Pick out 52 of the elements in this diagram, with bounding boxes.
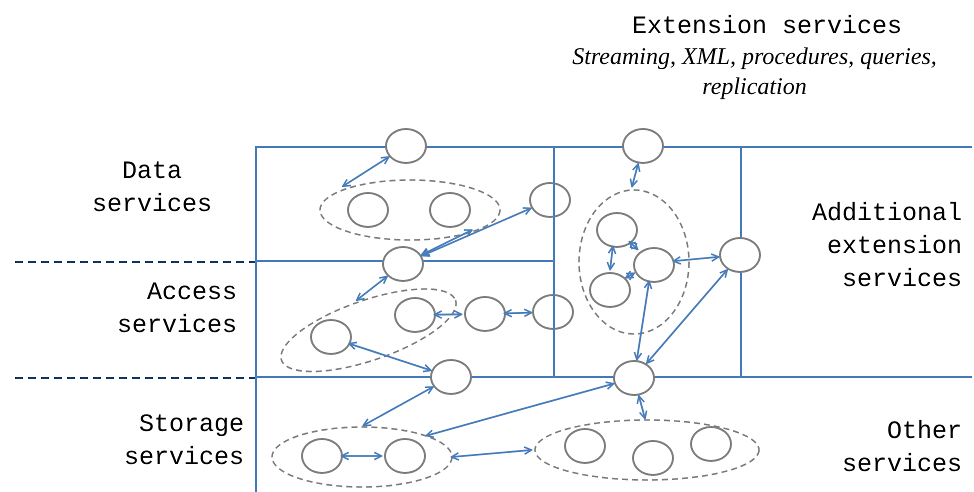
component-circle xyxy=(382,246,424,282)
section-label: Storage services xyxy=(122,409,244,474)
double-arrow xyxy=(421,207,532,257)
component-circle xyxy=(633,247,675,283)
double-arrow xyxy=(606,246,616,270)
component-circle xyxy=(529,182,571,218)
component-circle xyxy=(430,359,472,395)
double-arrow xyxy=(420,229,473,256)
dashed-group-ellipse xyxy=(577,188,691,336)
component-circle xyxy=(564,428,606,464)
double-arrow xyxy=(450,446,532,461)
double-arrow xyxy=(504,308,532,318)
component-circle xyxy=(394,296,436,333)
component-circle xyxy=(301,438,343,474)
dashed-group-ellipse xyxy=(533,418,761,482)
dashed-group-ellipse xyxy=(279,286,459,374)
component-circle xyxy=(589,272,631,308)
double-arrow xyxy=(342,156,390,188)
double-arrow xyxy=(356,276,388,301)
section-label: Access services xyxy=(116,277,237,342)
double-arrow xyxy=(348,342,432,372)
double-arrow xyxy=(634,280,652,360)
double-arrow xyxy=(630,163,640,188)
double-arrow xyxy=(636,395,648,420)
dashed-group-ellipse xyxy=(318,178,502,242)
component-circle xyxy=(632,440,674,476)
component-circle xyxy=(622,128,664,164)
double-arrow xyxy=(425,381,614,438)
component-circle xyxy=(596,212,638,248)
component-circle xyxy=(310,318,352,355)
double-arrow xyxy=(340,452,382,460)
dashed-group-ellipse xyxy=(270,425,454,489)
double-arrow xyxy=(434,310,462,319)
component-circle xyxy=(719,237,761,273)
component-circle xyxy=(384,438,426,474)
double-arrow xyxy=(628,240,638,250)
component-circle xyxy=(613,360,655,396)
section-label: Additional extension services xyxy=(810,198,962,296)
double-arrow xyxy=(646,269,728,364)
section-subtitle: Streaming, XML, procedures, queries, replication xyxy=(571,43,938,102)
component-circle xyxy=(690,426,732,462)
double-arrow xyxy=(362,386,434,426)
component-circle xyxy=(347,192,389,228)
section-label: Extension services xyxy=(630,11,904,43)
component-circle xyxy=(532,294,574,330)
double-arrow xyxy=(625,270,635,281)
section-label: Other services xyxy=(840,416,962,481)
component-circle xyxy=(464,296,506,332)
double-arrow xyxy=(672,253,720,265)
component-circle xyxy=(385,128,427,164)
component-circle xyxy=(429,192,471,228)
section-label: Data services xyxy=(90,156,214,221)
